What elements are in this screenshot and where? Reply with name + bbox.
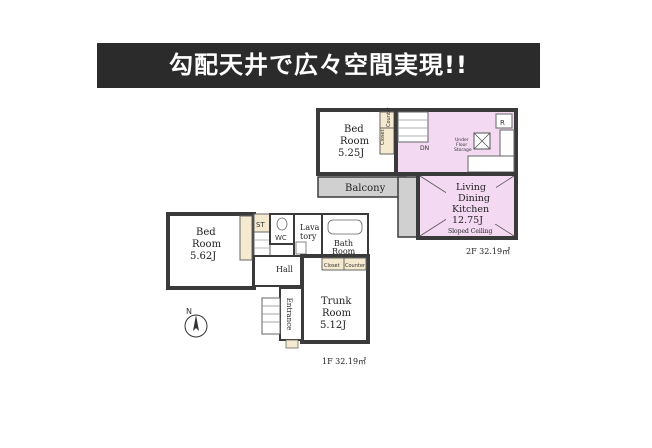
hall-label: Hall (276, 265, 293, 274)
bedroom-1f-name2: Room (192, 239, 222, 250)
refrigerator-space (495, 113, 513, 129)
stairs-2f (397, 111, 429, 143)
lavatory-label-2: tory (300, 232, 317, 241)
bedroom-1f-size: 5.62J (190, 251, 216, 262)
compass-label: N (186, 307, 192, 316)
st-label: ST (256, 221, 265, 229)
ldk-line2: Dining (458, 193, 490, 204)
ldk-note: Sloped Ceiling (448, 228, 493, 235)
bath-label-2: Room (332, 247, 356, 256)
lavatory-label-1: Lava (300, 223, 320, 232)
trunk-name: Trunk (321, 296, 352, 307)
bedroom-2f-name2: Room (340, 136, 370, 147)
wc-label: WC (275, 234, 287, 242)
compass-needle-icon (193, 315, 199, 331)
floor-2f: Balcony Closet Counter Bed Room 5.25J DN… (316, 106, 518, 256)
ldk-size: 12.75J (452, 215, 483, 226)
banner-text: 勾配天井で広々空間実現!! (169, 51, 468, 79)
counter-2f-label: Counter (386, 106, 392, 127)
trunk-name2: Room (322, 308, 352, 319)
floor2-caption: 2F 32.19㎡ (466, 247, 510, 256)
counter-1f-label: Counter (345, 263, 366, 269)
closet-1f-label: Closet (324, 263, 340, 269)
closet-1f-left (239, 215, 253, 261)
ldk-line1: Living (456, 182, 486, 193)
entrance-label: Entrance (285, 298, 293, 331)
kitchen-sink (467, 155, 515, 173)
under-floor-2f-3: Storage (454, 147, 472, 153)
r-label: R (500, 119, 505, 127)
bedroom-2f-name: Bed (344, 124, 364, 135)
entrance-steps (261, 297, 281, 335)
balcony-side (397, 176, 419, 238)
closet-2f-label: Closet (380, 129, 386, 145)
bath-label-1: Bath (334, 239, 353, 248)
bathtub-icon (327, 219, 363, 235)
trunk-size: 5.12J (320, 320, 346, 331)
floor1-caption: 1F 32.19㎡ (322, 357, 366, 366)
counter-1f (343, 257, 367, 271)
under-floor-2f-1: Under (455, 137, 469, 143)
banner: 勾配天井で広々空間実現!! (97, 43, 540, 88)
entrance-mat (285, 339, 299, 349)
kitchen-counter (499, 129, 515, 157)
bedroom-1f-name: Bed (196, 227, 216, 238)
ldk-line3: Kitchen (452, 204, 489, 215)
washer-space (295, 241, 307, 255)
toilet-icon (276, 217, 288, 231)
under-floor-2f-2: Floor (456, 142, 467, 148)
hall (253, 255, 303, 287)
floor-1f: Bed Room 5.62J ST UP WC Lava tory Bath R… (166, 212, 370, 366)
compass: N (184, 307, 208, 338)
bedroom-2f-size: 5.25J (338, 148, 364, 159)
balcony-label: Balcony (345, 183, 386, 194)
dn-label: DN (420, 145, 429, 152)
